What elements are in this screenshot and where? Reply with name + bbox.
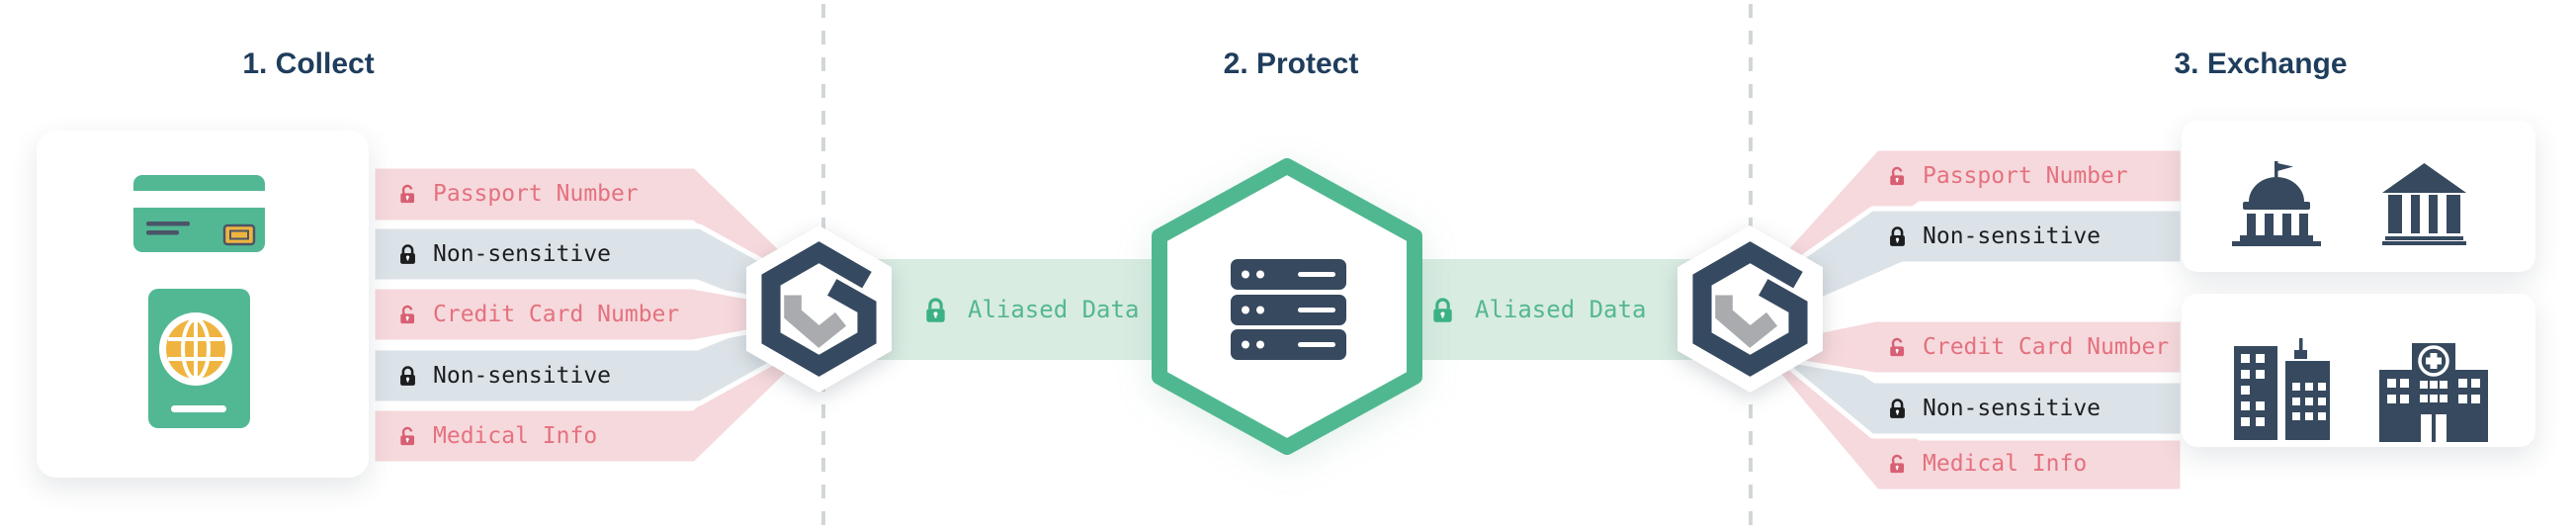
data-row-nonsensitive-2-right: Non-sensitive	[1889, 381, 2101, 436]
lock-open-icon	[1890, 337, 1905, 357]
data-row-label: Non-sensitive	[433, 363, 612, 389]
lock-closed-icon	[1890, 226, 1905, 246]
section-title-protect: 2. Protect	[1223, 47, 1359, 80]
data-row-label: Medical Info	[433, 423, 598, 449]
section-title-collect: 1. Collect	[242, 47, 375, 80]
exchange-government-card	[2182, 121, 2535, 272]
data-row-label: Passport Number	[1923, 163, 2128, 189]
lock-closed-icon	[400, 366, 415, 386]
passport-icon	[148, 289, 250, 428]
lock-closed-icon	[1433, 298, 1452, 322]
data-row-passport-right: Passport Number	[1889, 148, 2128, 204]
bank-icon	[2382, 163, 2466, 245]
lock-open-icon	[400, 305, 415, 324]
data-row-label: Passport Number	[433, 181, 639, 207]
logo-check-mark	[784, 295, 847, 348]
data-row-nonsensitive-2-left: Non-sensitive	[399, 348, 611, 403]
credit-card-icon	[133, 175, 265, 252]
hexagon-g-logo-right	[1677, 225, 1823, 393]
lock-open-icon	[400, 184, 415, 204]
data-row-nonsensitive-1-left: Non-sensitive	[399, 226, 611, 282]
data-row-label: Medical Info	[1923, 451, 2088, 477]
data-row-creditcard-right: Credit Card Number	[1889, 319, 2169, 375]
logo-check-mark	[1715, 295, 1778, 348]
collect-sources-card	[37, 131, 369, 478]
aliased-data-text: Aliased Data	[968, 296, 1140, 323]
exchange-enterprise-card	[2182, 294, 2535, 447]
logo-g-mark	[1692, 241, 1808, 377]
aliased-data-text: Aliased Data	[1475, 296, 1647, 323]
aliased-data-label-right: Aliased Data	[1432, 259, 1646, 360]
data-row-nonsensitive-1-right: Non-sensitive	[1889, 209, 2101, 264]
protect-hexagon	[1152, 158, 1422, 455]
aliased-data-label-left: Aliased Data	[925, 259, 1139, 360]
data-row-passport-left: Passport Number	[399, 166, 639, 222]
office-buildings-icon	[2234, 338, 2330, 440]
lock-closed-icon	[1890, 399, 1905, 418]
data-row-medical-left: Medical Info	[399, 408, 597, 464]
logo-g-mark	[761, 241, 877, 377]
lock-open-icon	[1890, 454, 1905, 474]
data-row-label: Credit Card Number	[433, 302, 680, 327]
lock-closed-icon	[926, 298, 945, 322]
hospital-icon	[2379, 343, 2488, 442]
data-row-label: Non-sensitive	[1923, 396, 2102, 421]
server-icon	[1231, 259, 1346, 360]
hexagon-g-logo-left	[746, 225, 892, 393]
lock-open-icon	[400, 426, 415, 446]
data-row-label: Non-sensitive	[1923, 223, 2102, 249]
data-row-label: Non-sensitive	[433, 241, 612, 267]
data-row-creditcard-left: Credit Card Number	[399, 287, 679, 342]
data-row-medical-right: Medical Info	[1889, 436, 2087, 491]
section-title-exchange: 3. Exchange	[2174, 47, 2348, 80]
lock-open-icon	[1890, 166, 1905, 186]
government-building-icon	[2232, 161, 2321, 246]
data-row-label: Credit Card Number	[1923, 334, 2170, 360]
lock-closed-icon	[400, 244, 415, 264]
